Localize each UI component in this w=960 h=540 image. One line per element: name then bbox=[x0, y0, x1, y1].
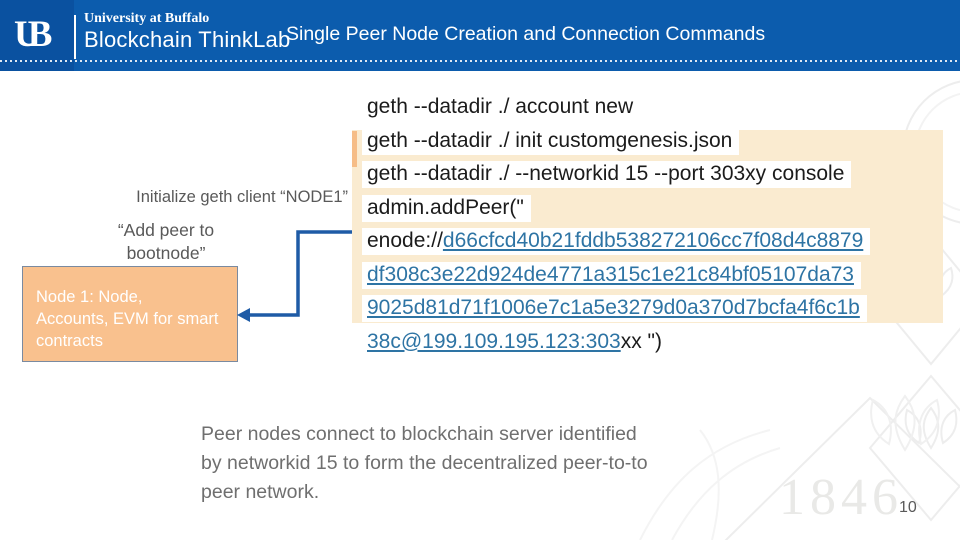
ub-monogram-icon: UB bbox=[14, 16, 52, 53]
brand-text: University at Buffalo Blockchain ThinkLa… bbox=[84, 11, 290, 53]
enode-link-part4[interactable]: 38c@199.109.195.123:303 bbox=[367, 329, 621, 353]
add-peer-label-line1: “Add peer to bbox=[117, 220, 215, 240]
summary-line3: peer network. bbox=[201, 481, 320, 503]
ub-logo-block bbox=[0, 0, 74, 71]
code-line-enode-1: enode://d66cfcd40b21fddb538272106cc7f08d… bbox=[362, 228, 871, 262]
code-line-init-genesis: geth --datadir ./ init customgenesis.jso… bbox=[362, 127, 870, 162]
code-line-enode-2: df308c3e22d924de4771a315c1e21c84bf05107d… bbox=[362, 261, 870, 296]
code-line-networkid-console: geth --datadir ./ --networkid 15 --port … bbox=[362, 161, 870, 195]
node1-callout-box: Node 1: Node, Accounts, EVM for smart co… bbox=[22, 266, 238, 362]
code-line-account-new: geth --datadir ./ account new bbox=[362, 94, 870, 128]
init-geth-label: Initialize geth client “NODE1” bbox=[136, 188, 348, 206]
enode-link-part2[interactable]: df308c3e22d924de4771a315c1e21c84bf05107d… bbox=[367, 262, 854, 286]
enode-prefix: enode:// bbox=[367, 229, 443, 252]
node1-box-line1: Node 1: Node, bbox=[36, 288, 143, 306]
page-number: 10 bbox=[899, 499, 917, 516]
code-text: geth --datadir ./ init customgenesis.jso… bbox=[362, 127, 740, 155]
geth-command-block: geth --datadir ./ account new geth --dat… bbox=[362, 94, 871, 363]
code-text: admin.addPeer(" bbox=[362, 194, 531, 222]
code-line-addpeer: admin.addPeer(" bbox=[362, 194, 870, 229]
code-line-enode-4: 38c@199.109.195.123:303xx ") bbox=[362, 328, 870, 363]
header-dotted-divider bbox=[0, 60, 960, 62]
slide-title: Single Peer Node Creation and Connection… bbox=[286, 23, 766, 45]
monogram-b: B bbox=[27, 14, 53, 55]
code-line-enode-3: 9025d81d71f1006e7c1a5e3279d0a370d7bcfa4f… bbox=[362, 295, 870, 329]
node1-box-line3: contracts bbox=[36, 332, 103, 350]
watermark-year: 1846 bbox=[779, 469, 903, 526]
monogram-u: U bbox=[14, 14, 41, 55]
enode-link-part1[interactable]: d66cfcd40b21fddb538272106cc7f08d4c8879 bbox=[442, 229, 864, 252]
summary-paragraph: Peer nodes connect to blockchain server … bbox=[201, 420, 648, 507]
header-bar: UB University at Buffalo Blockchain Thin… bbox=[0, 0, 960, 71]
enode-suffix: xx ") bbox=[620, 329, 662, 353]
enode-link-part3[interactable]: 9025d81d71f1006e7c1a5e3279d0a370d7bcfa4f… bbox=[367, 296, 860, 319]
code-text: geth --datadir ./ account new bbox=[362, 94, 641, 121]
university-name: University at Buffalo bbox=[84, 11, 210, 26]
node1-box-line2: Accounts, EVM for smart bbox=[36, 310, 219, 328]
elbow-arrow-icon bbox=[237, 230, 355, 322]
logo-divider bbox=[74, 15, 76, 59]
code-text: geth --datadir ./ --networkid 15 --port … bbox=[362, 161, 852, 188]
add-peer-label: “Add peer to bootnode” bbox=[86, 219, 246, 265]
code-highlight-accent bbox=[352, 131, 357, 167]
lab-name: Blockchain ThinkLab bbox=[84, 27, 291, 52]
summary-line1: Peer nodes connect to blockchain server … bbox=[201, 423, 637, 445]
add-peer-label-line2: bootnode” bbox=[126, 243, 206, 263]
connector-arrow bbox=[235, 222, 365, 324]
summary-line2: by networkid 15 to form the decentralize… bbox=[201, 452, 648, 474]
